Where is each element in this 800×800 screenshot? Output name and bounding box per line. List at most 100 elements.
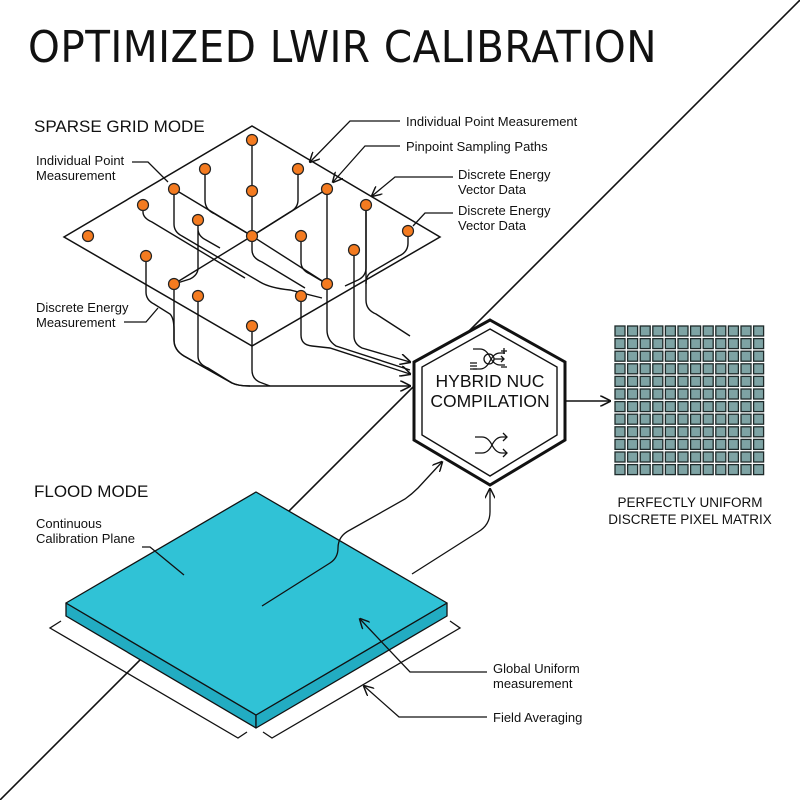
matrix-pixel [639,463,651,476]
flood-mode-heading: FLOOD MODE [34,482,149,501]
matrix-pixel [677,426,689,438]
matrix-pixel [677,400,689,413]
measurement-point [245,184,259,198]
label-field-averaging: Field Averaging [493,710,583,725]
matrix-pixel [702,337,714,350]
hybrid-nuc-hub [412,318,567,487]
matrix-pixel [752,438,765,451]
label-discrete-vector-2: Discrete Energy Vector Data [458,203,550,233]
pixel-matrix [614,325,765,476]
matrix-pixel [626,463,639,476]
measurement-point [136,198,150,212]
matrix-pixel [614,438,626,451]
measurement-point [294,229,308,243]
matrix-pixel [677,325,689,337]
matrix-pixel [715,413,727,425]
signal-mixer-icon [470,348,507,370]
matrix-caption-line2: DISCRETE PIXEL MATRIX [608,512,772,527]
matrix-pixel [727,350,740,362]
matrix-caption: PERFECTLY UNIFORM DISCRETE PIXEL MATRIX [590,494,790,528]
hub-label-line1: HYBRID NUC [435,371,545,391]
measurement-point [167,277,181,291]
matrix-pixel [740,375,752,388]
matrix-pixel [715,388,727,400]
matrix-pixel [740,463,752,476]
matrix-pixel [702,451,714,463]
matrix-pixel [689,463,702,476]
matrix-pixel [639,388,651,400]
matrix-pixel [664,375,677,388]
matrix-pixel [689,451,702,463]
matrix-pixel [752,337,765,350]
matrix-pixel [664,337,677,350]
callout-leader-plane [142,546,185,576]
sparse-callouts [124,120,453,323]
matrix-pixel [715,375,727,388]
matrix-pixel [664,451,677,463]
matrix-pixel [614,350,626,362]
matrix-pixel [626,388,639,400]
matrix-pixel [740,363,752,375]
matrix-pixel [639,400,651,413]
matrix-pixel [614,363,626,375]
measurement-point [245,133,259,147]
page-title: OPTIMIZED LWIR CALIBRATION [28,22,657,73]
matrix-pixel [727,451,740,463]
matrix-pixel [727,325,740,337]
matrix-pixel [740,413,752,425]
label-line: Discrete Energy [36,300,129,315]
matrix-pixel [689,375,702,388]
matrix-pixel [677,363,689,375]
sparse-grid-heading: SPARSE GRID MODE [34,117,205,136]
matrix-pixel [740,400,752,413]
matrix-pixel [639,350,651,362]
measurement-point [294,289,308,303]
matrix-pixel [689,438,702,451]
matrix-pixel [702,388,714,400]
matrix-pixel [677,375,689,388]
matrix-pixel [614,451,626,463]
matrix-pixel [715,400,727,413]
matrix-pixel [689,400,702,413]
matrix-pixel [715,463,727,476]
label-line: Individual Point [36,153,125,168]
matrix-pixel [652,400,664,413]
matrix-pixel [639,325,651,337]
matrix-pixel [626,325,639,337]
shuffle-icon [475,432,508,458]
matrix-pixel [740,325,752,337]
matrix-pixel [677,413,689,425]
matrix-pixel [664,413,677,425]
matrix-pixel [626,426,639,438]
matrix-pixel [677,463,689,476]
matrix-pixel [752,400,765,413]
label-line: Calibration Plane [36,531,136,546]
matrix-pixel [652,388,664,400]
callout-leader-discrete [124,307,159,323]
matrix-pixel [702,413,714,425]
matrix-pixel [752,388,765,400]
label-individual-point-left: Individual Point Measurement [36,153,124,183]
matrix-pixel [639,451,651,463]
measurement-points [81,133,415,333]
matrix-pixel [677,337,689,350]
matrix-pixel [639,375,651,388]
matrix-pixel [740,388,752,400]
callout-leader-vector-2 [412,212,453,227]
label-line: Measurement [36,315,116,330]
matrix-pixel [614,426,626,438]
measurement-point [81,229,95,243]
matrix-pixel [652,325,664,337]
matrix-pixel [626,400,639,413]
matrix-pixel [752,325,765,337]
matrix-pixel [715,363,727,375]
right-dimension-bracket [262,620,462,739]
measurement-point [198,162,212,176]
matrix-pixel [626,451,639,463]
matrix-pixel [727,400,740,413]
measurement-point [139,249,153,263]
matrix-pixel [752,375,765,388]
matrix-pixel [702,400,714,413]
matrix-pixel [740,337,752,350]
